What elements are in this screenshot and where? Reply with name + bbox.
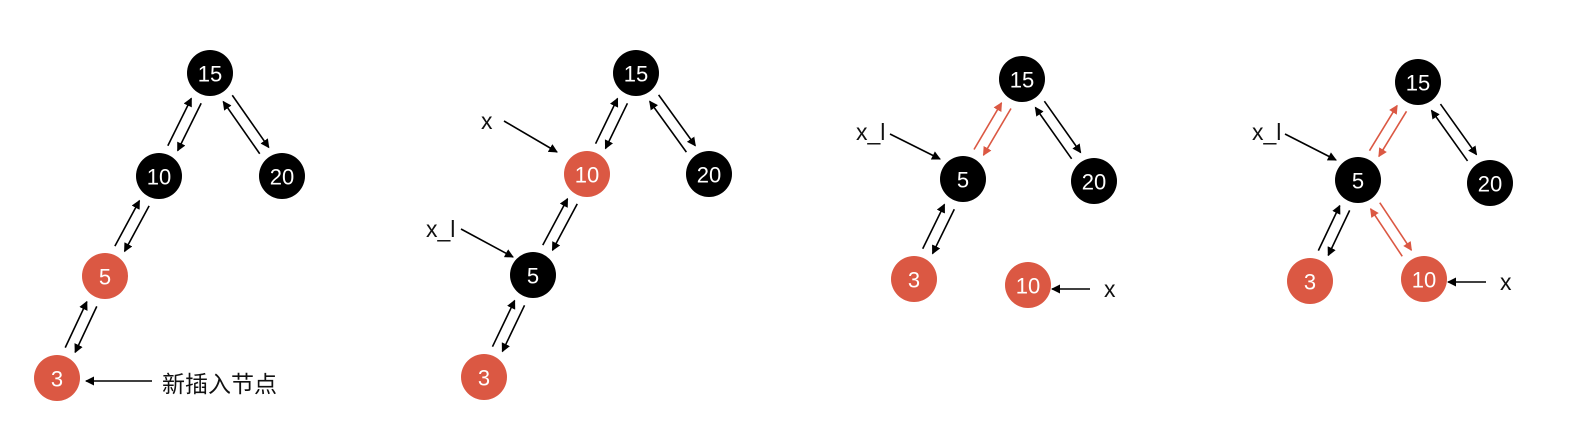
node-label: 3 [51,367,63,392]
link-arrow-down [982,108,1012,156]
node-label: 15 [1010,68,1034,93]
tree-node-15 [999,56,1045,102]
link-arrow-down [551,203,578,252]
tree-node-5 [82,253,128,299]
tree-node-20 [686,151,732,197]
tree-node-10 [564,151,610,197]
pointer-label: x [1104,276,1116,302]
tree-node-3 [34,355,80,401]
tree-node-20 [1467,160,1513,206]
node-label: 5 [99,265,111,290]
pointer-label: 新插入节点 [162,371,277,397]
tree-node-10 [1401,256,1447,302]
pointer-label: x_l [856,119,885,145]
link-arrow-down [231,94,270,149]
link-arrow-up [921,203,946,250]
tree-node-10 [1005,262,1051,308]
link-arrow-down [123,205,150,253]
link-arrow-down [501,304,526,353]
link-arrow-down [1379,202,1413,251]
link-arrow-up [973,102,1003,150]
link-arrow-up [64,300,88,348]
node-label: 20 [697,163,721,188]
link-arrow-down [74,306,98,354]
link-arrow-up [1034,106,1073,160]
pointer-arrow [460,228,514,258]
node-label: 3 [908,268,920,293]
link-arrow-down [1043,100,1082,154]
tree-node-15 [187,50,233,96]
node-label: 5 [527,264,539,289]
pointer-label: x [1500,269,1512,295]
link-arrow-down [1378,110,1408,158]
pointer-label: x_l [1252,119,1281,145]
tree-node-5 [510,252,556,298]
node-label: 15 [624,62,648,87]
tree-node-10 [136,153,182,199]
node-label: 10 [1412,268,1436,293]
tree-node-3 [891,256,937,302]
tree-node-5 [940,156,986,202]
pointer-label: x_l [426,216,455,242]
step-1-panel: 15 10 20 5 3 新插入节点 [34,50,305,401]
link-arrow-up [222,100,261,155]
node-label: 3 [1304,270,1316,295]
link-arrow-down [604,102,629,150]
link-arrow-up [594,97,619,145]
tree-node-20 [259,153,305,199]
step-3-panel: 15 5 20 3 10 x_lx [856,56,1117,308]
step-2-panel: 15 10 20 5 3 x x_l [426,50,732,400]
tree-node-5 [1335,157,1381,203]
node-label: 20 [1082,170,1106,195]
tree-node-20 [1071,158,1117,204]
tree-node-3 [461,354,507,400]
node-label: 5 [1352,169,1364,194]
node-label: 20 [270,165,294,190]
node-label: 3 [478,366,490,391]
link-arrow-up [1430,109,1469,162]
node-label: 10 [575,163,599,188]
pointer-arrow [503,120,558,153]
tree-node-15 [613,50,659,96]
link-arrow-up [542,197,569,246]
link-arrow-up [167,97,193,147]
pointer-label: x [481,108,493,134]
link-arrow-down [1439,103,1478,156]
link-arrow-up [1368,104,1398,152]
node-label: 10 [1016,274,1040,299]
link-arrow-down [657,94,696,147]
link-arrow-up [1369,208,1403,257]
node-label: 5 [957,168,969,193]
node-label: 10 [147,165,171,190]
node-label: 15 [198,62,222,87]
link-arrow-down [931,208,956,255]
tree-node-3 [1287,258,1333,304]
step-4-panel: 15 5 20 3 10 x_lx [1252,59,1513,304]
tree-node-15 [1395,59,1441,105]
link-arrow-up [649,100,688,153]
link-arrow-up [114,199,141,247]
node-label: 15 [1406,71,1430,96]
pointer-arrow [889,133,941,160]
link-arrow-up [491,299,516,348]
node-label: 20 [1478,172,1502,197]
pointer-arrow [1284,133,1337,161]
link-arrow-down [1327,210,1351,257]
link-arrow-up [1317,204,1341,251]
link-arrow-down [176,102,202,152]
